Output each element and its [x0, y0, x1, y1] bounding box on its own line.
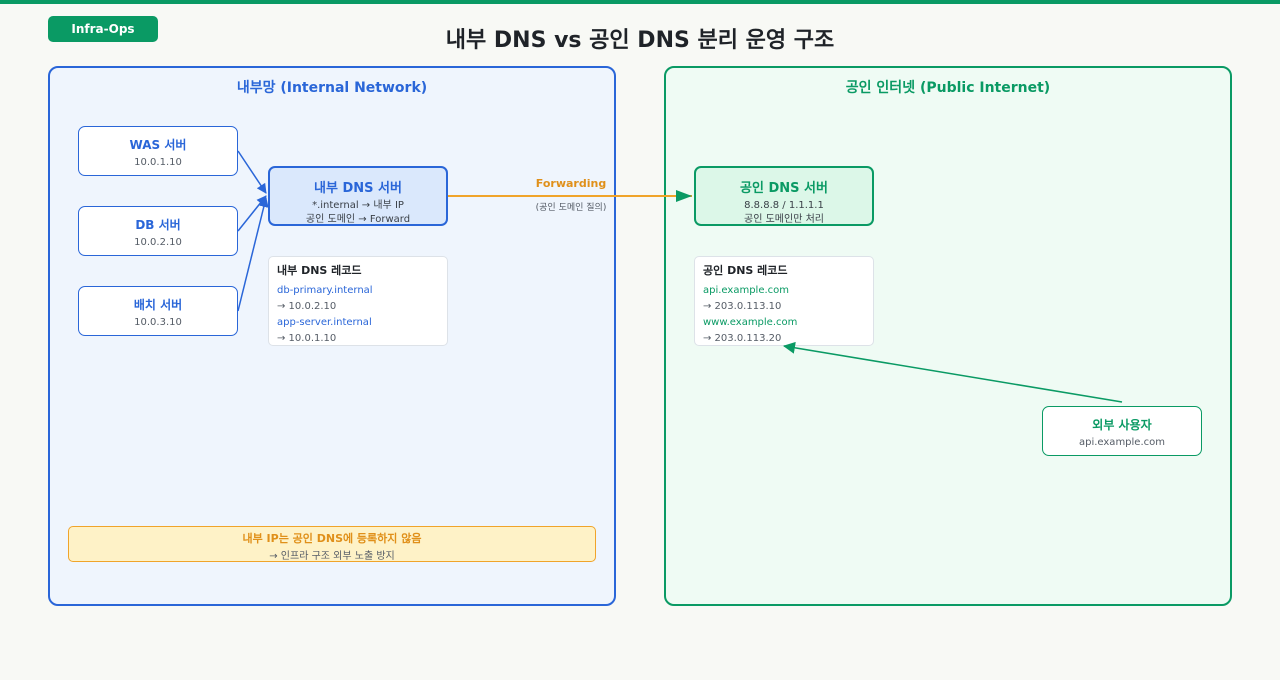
internal-dns-server-node[interactable]: 내부 DNS 서버 *.internal → 내부 IP 공인 도메인 → Fo… [268, 166, 448, 226]
internal-dns-records: 내부 DNS 레코드 db-primary.internal → 10.0.2.… [268, 256, 448, 346]
was-server-ip: 10.0.1.10 [134, 157, 182, 168]
batch-server-node[interactable]: 배치 서버 10.0.3.10 [78, 286, 238, 336]
record-ip: → 10.0.1.10 [277, 333, 337, 344]
internal-dns-title: 내부 DNS 서버 [314, 181, 402, 196]
warning-note: 내부 IP는 공인 DNS에 등록하지 않음 → 인프라 구조 외부 노출 방지 [68, 526, 596, 562]
top-accent-bar [0, 0, 1280, 4]
forwarding-label: Forwarding [535, 177, 607, 190]
record-name: api.example.com [703, 285, 790, 296]
record-ip: → 203.0.113.10 [703, 301, 782, 312]
record-name: www.example.com [703, 317, 798, 328]
warning-line-1: 내부 IP는 공인 DNS에 등록하지 않음 [242, 532, 422, 545]
was-to-dns-arrow [237, 150, 267, 194]
record-name: db-primary.internal [277, 285, 373, 296]
public-panel-title: 공인 인터넷 (Public Internet) [845, 80, 1051, 96]
external-user-domain: api.example.com [1078, 437, 1165, 448]
internal-records-title: 내부 DNS 레코드 [277, 264, 362, 277]
batch-server-name: 배치 서버 [133, 298, 183, 312]
forwarding-arrow-head [676, 190, 692, 202]
public-dns-records: 공인 DNS 레코드 api.example.com → 203.0.113.1… [694, 256, 874, 346]
external-user-node[interactable]: 외부 사용자 api.example.com [1042, 406, 1202, 456]
infra-ops-tag: Infra-Ops [48, 16, 158, 42]
batch-to-dns-arrow [237, 197, 269, 312]
public-dns-ips: 8.8.8.8 / 1.1.1.1 [744, 200, 824, 211]
internal-panel-title: 내부망 (Internal Network) [236, 80, 428, 96]
user-to-records-arrow [783, 341, 1123, 403]
db-server-name: DB 서버 [135, 218, 181, 232]
warning-line-2: → 인프라 구조 외부 노출 방지 [269, 551, 395, 562]
internal-dns-rule-1: *.internal → 내부 IP [312, 200, 404, 211]
batch-server-ip: 10.0.3.10 [134, 317, 182, 328]
db-server-ip: 10.0.2.10 [134, 237, 182, 248]
record-name: app-server.internal [277, 317, 372, 328]
public-dns-title: 공인 DNS 서버 [740, 181, 828, 196]
was-server-name: WAS 서버 [129, 138, 187, 152]
public-dns-scope: 공인 도메인만 처리 [744, 214, 824, 225]
external-user-title: 외부 사용자 [1092, 418, 1152, 432]
diagram-title: 내부 DNS vs 공인 DNS 분리 운영 구조 [445, 28, 835, 53]
public-records-title: 공인 DNS 레코드 [703, 264, 788, 277]
db-server-node[interactable]: DB 서버 10.0.2.10 [78, 206, 238, 256]
internal-dns-rule-2: 공인 도메인 → Forward [305, 214, 411, 225]
record-ip: → 203.0.113.20 [703, 333, 782, 344]
forwarding-sublabel: (공인 도메인 질의) [535, 203, 607, 213]
public-dns-server-node[interactable]: 공인 DNS 서버 8.8.8.8 / 1.1.1.1 공인 도메인만 처리 [694, 166, 874, 226]
was-server-node[interactable]: WAS 서버 10.0.1.10 [78, 126, 238, 176]
record-ip: → 10.0.2.10 [277, 301, 337, 312]
